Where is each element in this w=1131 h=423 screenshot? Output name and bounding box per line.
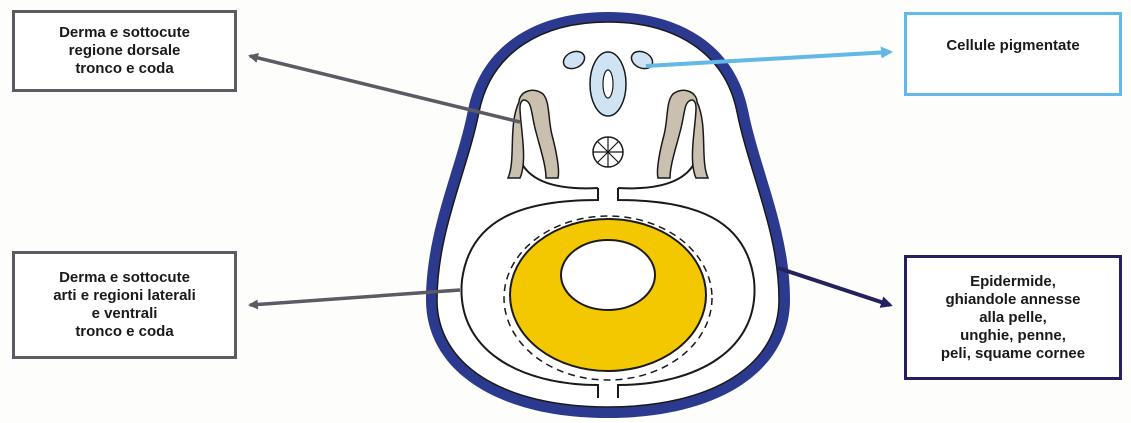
label-dermis-dorsal: Derma e sottocute regione dorsale tronco… — [12, 10, 237, 92]
gut-lumen — [561, 240, 655, 310]
label-pigment-cells: Cellule pigmentate — [904, 12, 1122, 96]
arrow-epidermis — [778, 268, 890, 305]
neural-canal — [603, 70, 613, 98]
label-dermis-lateral-ventral: Derma e sottocute arti e regioni lateral… — [12, 251, 237, 359]
label-epidermis-derivatives: Epidermide, ghiandole annesse alla pelle… — [904, 255, 1122, 380]
notochord-cells — [593, 137, 623, 167]
